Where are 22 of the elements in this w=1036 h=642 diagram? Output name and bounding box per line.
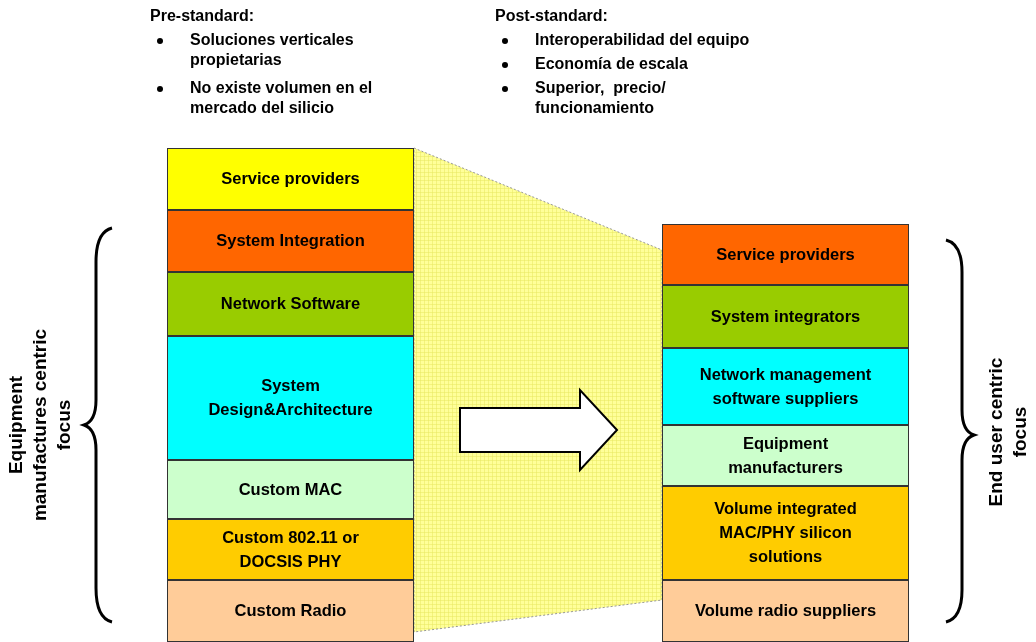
layer-box: Custom MAC [167,460,414,519]
heading: Post-standard: [495,6,608,26]
bullet-text: Interoperabilidad del equipo [535,30,751,50]
layer-box: Custom 802.11 or DOCSIS PHY [167,519,414,580]
layer-box: Volume radio suppliers [662,580,909,642]
heading: Pre-standard: [150,6,255,26]
layer-box: Service providers [167,148,414,210]
bullet-text: Economía de escala [535,54,689,74]
layer-box: System Design&Architecture [167,336,414,460]
layer-box: Service providers [662,224,909,285]
layer-box: System integrators [662,285,909,348]
layer-box: Custom Radio [167,580,414,642]
layer-box: Volume integrated MAC/PHY silicon solutions [662,486,909,580]
brace-label: End user centric focus [984,356,1031,509]
bullet-text: No existe volumen en el mercado del silicio [190,78,374,118]
brace-label: Equipment manufactures centric focus [4,327,75,524]
layer-box: Network Software [167,272,414,336]
layer-box: Network management software suppliers [662,348,909,425]
bullet-text: Soluciones verticales propietarias [190,30,355,70]
bullet-text: Superior, precio/ funcionamiento [535,78,667,118]
layer-box: Equipment manufacturers [662,425,909,486]
layer-box: System Integration [167,210,414,272]
